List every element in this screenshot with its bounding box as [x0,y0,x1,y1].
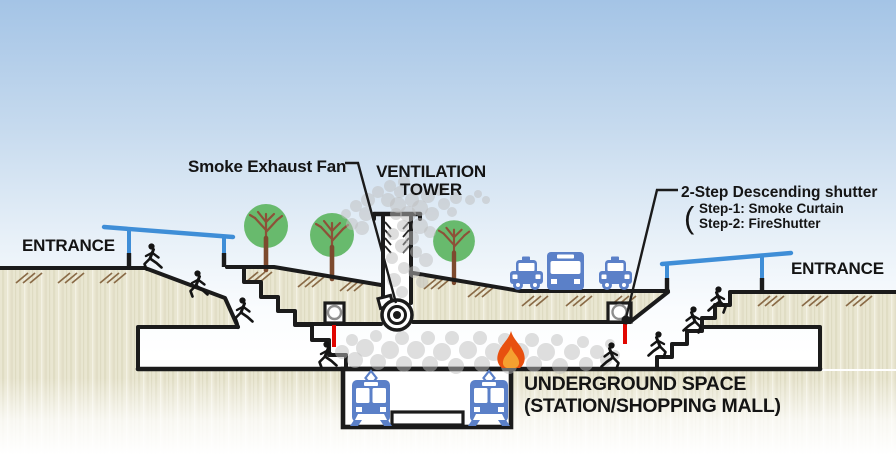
smoke-exhaust-fan-label: Smoke Exhaust Fan [188,157,346,176]
road-cut [628,290,670,324]
canopy-left [101,224,236,268]
smoke-puff [419,253,433,267]
shutter-step2-label: Step-2: FireShutter [699,216,821,231]
platform [390,410,465,427]
smoke-puff [355,221,369,235]
smoke-puff [579,357,593,371]
smoke-puff [551,334,563,346]
smoke-puff [405,231,419,245]
smoke-puff [445,331,459,345]
underground-space-label-2: (STATION/SHOPPING MALL) [524,395,781,417]
smoke-puff [465,195,475,205]
smoke-puff [552,358,568,374]
underground-space-label-1: UNDERGROUND SPACE [524,373,746,395]
smoke-puff [425,207,439,221]
smoke-puff [396,356,412,372]
fan-leader-line [345,161,398,304]
smoke-puff [370,354,386,370]
entrance-right-label: ENTRANCE [791,259,884,278]
smoke-puff [407,341,425,359]
mid-surface [225,265,383,287]
smoke-puff [474,356,490,372]
ground-right-block [702,292,896,369]
smoke-puff [370,330,382,342]
bus-icon [547,252,584,290]
smoke-puff [600,354,612,366]
smoke-puff [434,184,446,196]
shutter-title-label: 2-Step Descending shutter [681,184,877,201]
smoke-puff [341,209,351,219]
smoke-puff [398,262,410,274]
smoke-puff [450,192,462,204]
smoke-puff [448,358,464,374]
smoke-puff [390,197,406,213]
smoke-puff [412,200,428,216]
fire-icon [497,331,525,368]
smoke-puff [398,176,410,188]
canopy-right [659,250,794,292]
smoke-puff [410,184,422,196]
shutter-leader-line [624,188,678,319]
smoke-puff [424,226,436,238]
ground-left-block [0,268,238,371]
smoke-puff [408,266,420,278]
smoke-puff [346,218,358,230]
smoke-puff [396,286,408,298]
shutter-leader-dot [621,315,631,325]
ventilation-tower-label-2: TOWER [400,180,462,199]
shutter-step1-label: Step-1: Smoke Curtain [699,201,844,216]
smoke-puff [395,239,409,253]
smoke-puff [381,341,399,359]
smoke-puff [525,333,539,347]
smoke-puff [416,276,428,288]
smoke-puff [438,198,450,210]
smoke-puff [410,246,422,258]
smoke-puff [577,336,589,348]
smoke-puff [397,220,409,232]
smoke-puff [526,356,542,372]
smoke-puff [564,344,580,360]
ventilation-tower-label-1: VENTILATION [376,162,486,181]
smoke-puff [537,343,555,361]
road-surface [411,271,670,293]
smoke-puff [590,345,604,359]
smoke-puff [372,186,384,198]
entrance-left-label: ENTRANCE [22,236,115,255]
shutter-paren: ( [684,200,695,235]
smoke-puff [356,339,374,357]
smoke-puff [422,356,438,372]
shutter-box-left [323,301,346,325]
smoke-puff [335,345,349,359]
underground-station [340,366,514,430]
smoke-puff [421,189,435,203]
smoke-puff [395,331,409,345]
smoke-puff [433,343,451,361]
smoke-puff [387,228,399,240]
right-stair-steps [655,290,747,371]
smoke-puff [482,196,490,204]
smoke-puff [394,186,406,198]
smoke-puff [459,341,477,359]
smoke-puff [384,180,396,192]
left-corridor-box [136,325,240,371]
right-corridor-box [700,325,822,371]
smoke-exhaust-fan-icon [376,293,414,332]
smoke-puff [447,207,457,217]
smoke-puff [421,331,435,345]
smoke-puff [474,190,482,198]
smoke-puff [347,352,363,368]
smoke-puff [350,200,362,212]
smoke-puff [359,207,373,221]
smoke-puff [412,218,428,234]
left-stair-upper-edge [143,266,240,329]
smoke-puff [473,331,487,345]
smoke-puff [346,334,358,346]
smoke-puff [386,252,398,264]
